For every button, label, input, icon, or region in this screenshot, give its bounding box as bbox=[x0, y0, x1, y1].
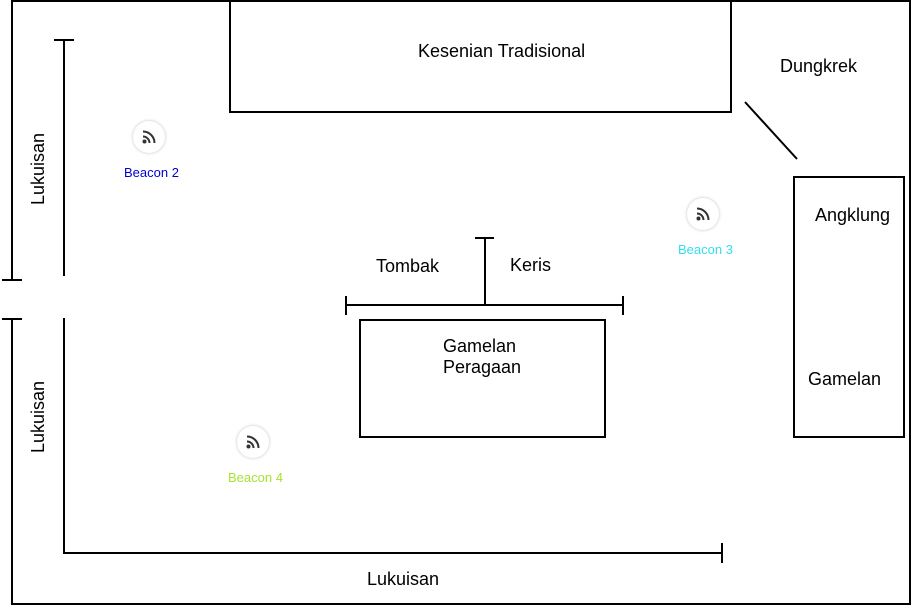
room-label-gamelan-peragaan-1: Gamelan bbox=[443, 336, 517, 356]
room-gamelan-peragaan bbox=[359, 319, 606, 438]
beacon-label-4: Beacon 4 bbox=[228, 470, 283, 485]
room-angklung-gamelan bbox=[793, 176, 905, 438]
room-label-kesenian-tradisional: Kesenian Tradisional bbox=[418, 41, 586, 61]
rss-icon[interactable] bbox=[133, 121, 165, 153]
beacon-label-3: Beacon 3 bbox=[678, 242, 733, 257]
rss-icon[interactable] bbox=[237, 426, 269, 458]
label-dungkrek: Dungkrek bbox=[780, 56, 858, 76]
display-wall-left-bottom bbox=[63, 318, 722, 554]
diagonal-wall bbox=[744, 101, 798, 160]
room-kesenian-tradisional bbox=[229, 0, 732, 113]
label-tombak: Tombak bbox=[376, 256, 440, 276]
label-keris: Keris bbox=[510, 255, 552, 275]
room-label-gamelan-peragaan-2: Peragaan bbox=[443, 357, 522, 377]
label-lukuisan-bottom: Lukuisan bbox=[367, 569, 440, 589]
outer-wall bbox=[11, 0, 911, 605]
room-label-gamelan: Gamelan bbox=[808, 369, 882, 389]
rss-icon[interactable] bbox=[687, 198, 719, 230]
beacon-label-2: Beacon 2 bbox=[124, 165, 179, 180]
label-lukuisan-left-top: Lukuisan bbox=[28, 132, 48, 206]
label-lukuisan-left-bottom: Lukuisan bbox=[28, 380, 48, 454]
room-label-angklung: Angklung bbox=[815, 205, 891, 225]
